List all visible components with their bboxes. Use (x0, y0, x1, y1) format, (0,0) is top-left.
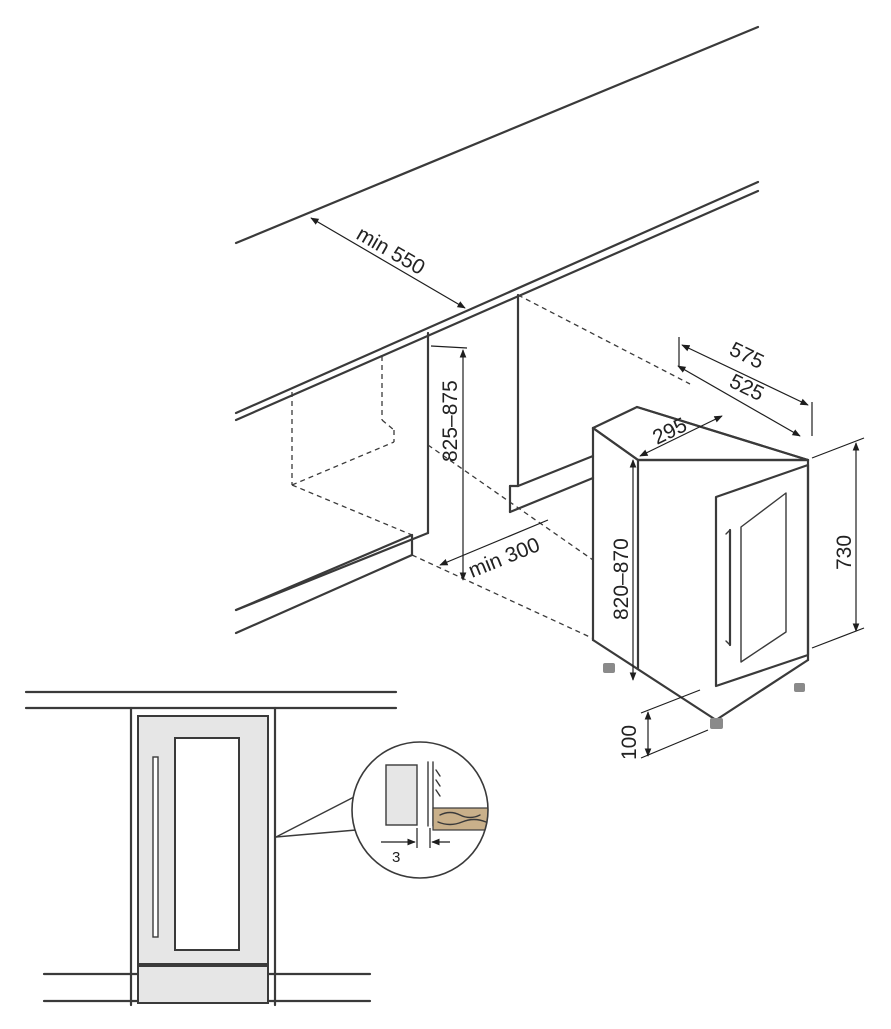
callout-leader-top (275, 796, 355, 838)
detail-wood-panel (432, 807, 488, 831)
label-820-870: 820–870 (610, 538, 633, 620)
detail-callout: 3 (351, 741, 489, 879)
label-730: 730 (833, 535, 856, 570)
front-door-glass (174, 737, 240, 951)
dim-295: 295 (639, 413, 723, 457)
dim-min-550: min 550 (310, 217, 466, 309)
right-cabinet-panel (508, 293, 595, 514)
dim-min-300: min 300 (439, 519, 549, 583)
dim-100: 100 (618, 689, 709, 760)
detail-door-edge (385, 764, 418, 826)
label-525: 525 (726, 370, 768, 406)
dim-730: 730 (811, 437, 865, 649)
label-gap-3: 3 (392, 849, 400, 866)
worktop (234, 25, 760, 422)
callout-leader-bottom (275, 829, 357, 838)
dim-825-875: 825–875 (430, 345, 468, 581)
label-min-550: min 550 (353, 222, 429, 279)
niche-outline-dashed (291, 294, 691, 639)
label-295: 295 (649, 413, 691, 449)
front-door-handle (152, 756, 159, 938)
front-view (24, 690, 398, 1007)
isometric-view: min 550 825–875 min 300 575 525 29 (234, 25, 865, 760)
appliance-feet (603, 663, 805, 729)
left-cabinet-panel (234, 331, 430, 612)
door-glass (740, 492, 787, 663)
dim-820-870: 820–870 (610, 459, 637, 681)
appliance-door (714, 463, 810, 688)
label-min-300: min 300 (465, 533, 543, 582)
label-825-875: 825–875 (439, 380, 462, 462)
front-plinth-panel (137, 965, 269, 1004)
detail-circle (351, 741, 489, 879)
label-100: 100 (618, 725, 641, 760)
